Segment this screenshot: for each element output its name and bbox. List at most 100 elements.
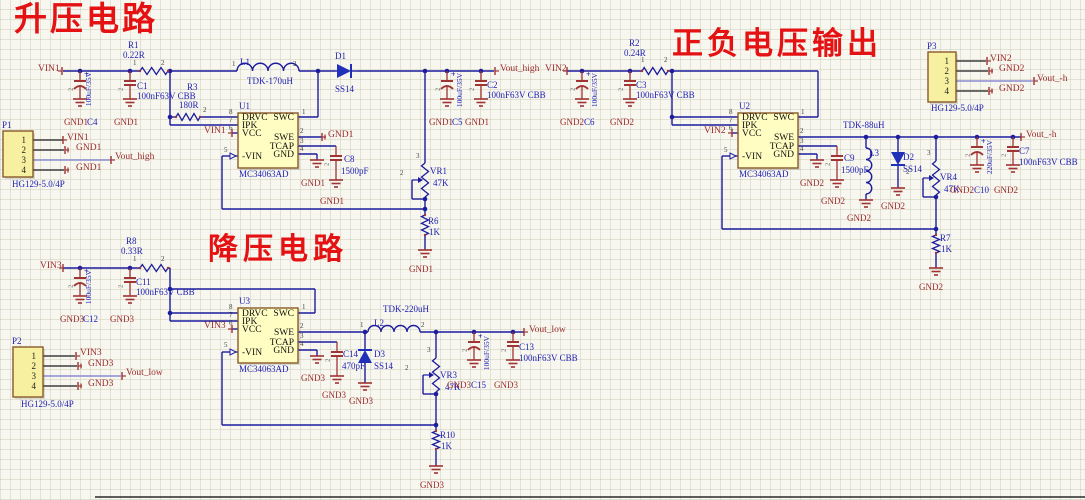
label-net-gnd2[interactable]: GND2 bbox=[821, 196, 845, 206]
capacitor-c12[interactable] bbox=[73, 282, 87, 287]
label-net-gnd3[interactable]: GND3 bbox=[447, 380, 471, 390]
label-ref-c10[interactable]: C10 bbox=[974, 185, 990, 195]
label-port-gnd1[interactable]: GND1 bbox=[76, 163, 102, 173]
label-net-gnd2[interactable]: GND2 bbox=[800, 178, 824, 188]
section-title-buck-circuit[interactable]: 降压电路 bbox=[208, 233, 348, 266]
label-val-tdk-220uh[interactable]: TDK-220uH bbox=[383, 304, 429, 314]
ic-u2[interactable] bbox=[737, 112, 799, 169]
label-val-024r[interactable]: 0.24R bbox=[624, 48, 646, 58]
label-port-vin3[interactable]: VIN3 bbox=[80, 348, 102, 358]
label-net-gnd3[interactable]: GND3 bbox=[60, 314, 84, 324]
capacitor-c10[interactable] bbox=[970, 151, 984, 156]
label-ref-c6[interactable]: C6 bbox=[584, 117, 595, 127]
resistor-r6[interactable] bbox=[419, 214, 431, 236]
label-ref-r3[interactable]: R3 bbox=[187, 82, 198, 92]
label-net-gnd2[interactable]: GND2 bbox=[919, 282, 943, 292]
label-ref-l1[interactable]: L1 bbox=[240, 57, 250, 67]
label-net-gnd3[interactable]: GND3 bbox=[301, 373, 325, 383]
label-net-gnd2[interactable]: GND2 bbox=[881, 201, 905, 211]
label-val-ss14[interactable]: SS14 bbox=[903, 164, 923, 174]
label-net-gnd3[interactable]: GND3 bbox=[110, 314, 134, 324]
label-ref-c2[interactable]: C2 bbox=[487, 80, 498, 90]
capacitor-c15[interactable] bbox=[467, 346, 481, 351]
label-net-gnd1[interactable]: GND1 bbox=[429, 117, 453, 127]
resistor-r3[interactable] bbox=[175, 112, 201, 122]
label-port-vin3[interactable]: VIN3 bbox=[40, 261, 62, 271]
label-ref-vr3[interactable]: VR3 bbox=[440, 370, 458, 380]
label-net-gnd1[interactable]: GND1 bbox=[465, 117, 489, 127]
label-ref-r8[interactable]: R8 bbox=[126, 236, 137, 246]
capacitor-c6[interactable] bbox=[575, 85, 589, 90]
label-port-vout_low[interactable]: Vout_low bbox=[529, 325, 566, 335]
label-ref-u3[interactable]: U3 bbox=[239, 296, 250, 306]
label-ref-vr1[interactable]: VR1 bbox=[430, 166, 448, 176]
diode-d3[interactable] bbox=[358, 350, 372, 363]
capacitor-c5[interactable] bbox=[440, 85, 454, 90]
label-port-vin1[interactable]: VIN1 bbox=[38, 64, 60, 74]
label-ref-mc34063ad[interactable]: MC34063AD bbox=[739, 169, 789, 179]
connector-p3[interactable] bbox=[927, 51, 957, 103]
label-ref-r7[interactable]: R7 bbox=[940, 233, 951, 243]
label-net-gnd1[interactable]: GND1 bbox=[409, 264, 433, 274]
label-val-022r[interactable]: 0.22R bbox=[123, 50, 145, 60]
label-port-vout_-h[interactable]: Vout_-h bbox=[1037, 74, 1068, 84]
label-net-gnd3[interactable]: GND3 bbox=[322, 390, 346, 400]
label-ref-vr4[interactable]: VR4 bbox=[940, 172, 958, 182]
connector-p1[interactable] bbox=[2, 130, 34, 178]
label-ref-c8[interactable]: C8 bbox=[344, 154, 355, 164]
label-val-1k[interactable]: 1K bbox=[441, 441, 452, 451]
label-ref-c5[interactable]: C5 bbox=[452, 117, 463, 127]
label-net-gnd2[interactable]: GND2 bbox=[950, 185, 974, 195]
diode-d2[interactable] bbox=[891, 152, 905, 165]
label-ref-l3[interactable]: L3 bbox=[869, 148, 879, 158]
label-net-gnd3[interactable]: GND3 bbox=[494, 380, 518, 390]
label-val-hg129-504p[interactable]: HG129-5.0/4P bbox=[931, 103, 984, 113]
label-val-tdk-170uh[interactable]: TDK-170uH bbox=[247, 76, 293, 86]
label-val-ss14[interactable]: SS14 bbox=[335, 84, 355, 94]
label-ref-r2[interactable]: R2 bbox=[629, 38, 640, 48]
label-ref-c15[interactable]: C15 bbox=[471, 380, 487, 390]
label-rot-100uf35v[interactable]: 100uF/35V bbox=[455, 73, 464, 108]
label-ref-c1[interactable]: C1 bbox=[137, 81, 148, 91]
label-ref-p1[interactable]: P1 bbox=[2, 120, 12, 130]
label-ref-p2[interactable]: P2 bbox=[12, 336, 22, 346]
label-net-gnd2[interactable]: GND2 bbox=[994, 185, 1018, 195]
potentiometer-vr4[interactable] bbox=[931, 160, 941, 196]
label-port-vout_-h[interactable]: Vout_-h bbox=[1026, 130, 1057, 140]
label-ref-u2[interactable]: U2 bbox=[739, 101, 750, 111]
label-val-47k[interactable]: 47K bbox=[445, 382, 461, 392]
label-val-1500pf[interactable]: 1500pF bbox=[341, 166, 369, 176]
label-ref-mc34063ad[interactable]: MC34063AD bbox=[239, 364, 289, 374]
resistor-r2[interactable] bbox=[641, 66, 669, 76]
label-port-vin2[interactable]: VIN2 bbox=[704, 126, 726, 136]
label-port-gnd1[interactable]: GND1 bbox=[76, 143, 102, 153]
label-val-1k[interactable]: 1K bbox=[429, 227, 440, 237]
potentiometer-vr1[interactable] bbox=[420, 162, 430, 198]
label-ref-d3[interactable]: D3 bbox=[374, 349, 385, 359]
label-port-gnd2[interactable]: GND2 bbox=[999, 84, 1025, 94]
label-ref-c13[interactable]: C13 bbox=[519, 342, 535, 352]
label-ref-u1[interactable]: U1 bbox=[239, 101, 250, 111]
label-rot-100uf35v[interactable]: 100uF/35V bbox=[482, 336, 491, 371]
resistor-r8[interactable] bbox=[139, 263, 169, 273]
inductor-l1[interactable] bbox=[236, 62, 300, 72]
label-val-100nf63vcbb[interactable]: 100nF63V CBB bbox=[487, 90, 546, 100]
label-val-tdk-88uh[interactable]: TDK-88uH bbox=[843, 120, 885, 130]
diode-d1[interactable] bbox=[337, 64, 351, 78]
section-title-boost-circuit[interactable]: 升压电路 bbox=[14, 2, 158, 38]
label-net-gnd1[interactable]: GND1 bbox=[301, 178, 325, 188]
label-val-100nf63vcbb[interactable]: 100nF63V CBB bbox=[136, 287, 195, 297]
label-ref-p3[interactable]: P3 bbox=[927, 41, 937, 51]
label-net-gnd2[interactable]: GND2 bbox=[560, 117, 584, 127]
resistor-r7[interactable] bbox=[930, 234, 942, 254]
label-ref-l2[interactable]: L2 bbox=[374, 318, 384, 328]
label-ref-r1[interactable]: R1 bbox=[128, 40, 139, 50]
label-val-100nf63vcbb[interactable]: 100nF63V CBB bbox=[519, 353, 578, 363]
label-port-vout_high[interactable]: Vout_high bbox=[115, 152, 155, 162]
ic-u3[interactable] bbox=[237, 307, 299, 364]
label-net-gnd2[interactable]: GND2 bbox=[610, 117, 634, 127]
label-net-gnd1[interactable]: GND1 bbox=[64, 117, 88, 127]
label-port-gnd2[interactable]: GND2 bbox=[999, 64, 1025, 74]
inductor-l3[interactable] bbox=[865, 147, 873, 195]
label-ref-r10[interactable]: R10 bbox=[440, 430, 456, 440]
